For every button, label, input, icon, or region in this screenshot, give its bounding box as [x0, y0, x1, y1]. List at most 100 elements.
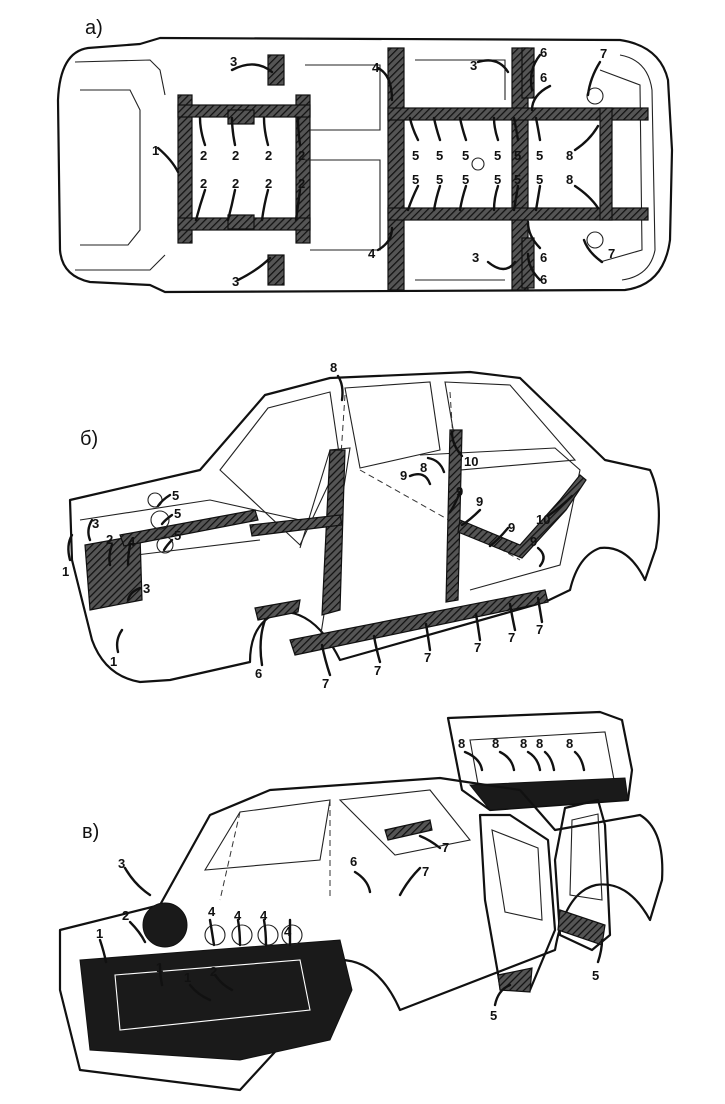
- callout-number: 5: [412, 172, 419, 187]
- callout-number: 5: [436, 148, 443, 163]
- callout-number: 7: [442, 840, 449, 855]
- callout-number: 6: [540, 45, 547, 60]
- callout-number: 1: [184, 970, 191, 985]
- callout-number: 5: [436, 172, 443, 187]
- callout-number: 9: [400, 468, 407, 483]
- callout-number: 8: [536, 736, 543, 751]
- callout-number: 7: [536, 622, 543, 637]
- panel-c-callouts: 8 8 8 8 8 3 6 7 7 2 4 4 4 4 1 1 1 2 5 5: [96, 736, 599, 1023]
- callout-number: 8: [492, 736, 499, 751]
- callout-number: 5: [412, 148, 419, 163]
- panel-c-arrows: [98, 750, 604, 1007]
- callout-number: 7: [508, 630, 515, 645]
- callout-number: 8: [566, 736, 573, 751]
- callout-number: 7: [422, 864, 429, 879]
- callout-number: 8: [566, 148, 573, 163]
- callout-number: 4: [368, 246, 376, 261]
- callout-number: 4: [234, 908, 242, 923]
- panel-b-callouts: 8 10 9 8 9 9 9 10 9 5 5 5 3 2 4 1 3 1 6 …: [62, 360, 550, 691]
- callout-number: 9: [508, 520, 515, 535]
- callout-number: 2: [298, 148, 305, 163]
- panel-c-open-body: в): [58, 710, 664, 1092]
- callout-number: 2: [298, 176, 305, 191]
- callout-number: 10: [536, 512, 550, 527]
- callout-number: 4: [260, 908, 268, 923]
- callout-number: 5: [494, 172, 501, 187]
- callout-number: 6: [255, 666, 262, 681]
- callout-number: 1: [156, 960, 163, 975]
- callout-number: 3: [92, 516, 99, 531]
- callout-number: 8: [330, 360, 337, 375]
- callout-number: 5: [514, 148, 521, 163]
- callout-number: 9: [456, 484, 463, 499]
- callout-number: 5: [462, 148, 469, 163]
- callout-number: 5: [174, 506, 181, 521]
- callout-number: 7: [600, 46, 607, 61]
- panel-a-underbody: а): [56, 17, 674, 294]
- callout-number: 5: [174, 528, 181, 543]
- callout-number: 7: [322, 676, 329, 691]
- trunk-floor-seal: [79, 939, 353, 1061]
- callout-number: 6: [540, 70, 547, 85]
- spare-wheel: [142, 902, 188, 948]
- callout-number: 8: [566, 172, 573, 187]
- callout-number: 4: [208, 904, 216, 919]
- callout-number: 7: [474, 640, 481, 655]
- rear-rail-bottom: [387, 207, 649, 221]
- callout-number: 3: [118, 856, 125, 871]
- callout-number: 8: [458, 736, 465, 751]
- callout-number: 4: [372, 60, 380, 75]
- panel-a-label: а): [85, 17, 103, 39]
- callout-number: 4: [128, 534, 136, 549]
- callout-number: 2: [106, 532, 113, 547]
- callout-number: 7: [424, 650, 431, 665]
- callout-number: 6: [350, 854, 357, 869]
- callout-number: 4: [284, 924, 292, 939]
- callout-number: 5: [536, 172, 543, 187]
- callout-number: 8: [520, 736, 527, 751]
- sill-seam: [289, 589, 549, 656]
- underbody-outline: [56, 36, 674, 294]
- callout-number: 1: [62, 564, 69, 579]
- callout-number: 5: [462, 172, 469, 187]
- callout-number: 3: [230, 54, 237, 69]
- callout-number: 3: [232, 274, 239, 289]
- callout-number: 9: [476, 494, 483, 509]
- rear-rail-top: [387, 107, 649, 121]
- callout-number: 1: [152, 143, 159, 158]
- callout-number: 2: [232, 176, 239, 191]
- callout-number: 3: [143, 581, 150, 596]
- callout-number: 9: [530, 534, 537, 549]
- panel-a-callouts: 3 4 3 6 7 6 1 2 2 2 2 2 2 2 2 5 5 5 5 5 …: [152, 45, 615, 289]
- callout-number: 5: [494, 148, 501, 163]
- sedan-outline: [68, 370, 660, 684]
- callout-number: 2: [265, 176, 272, 191]
- callout-number: 5: [490, 1008, 497, 1023]
- callout-number: 8: [420, 460, 427, 475]
- callout-number: 5: [592, 968, 599, 983]
- trunk-lid: [446, 710, 634, 812]
- panel-a-arrows: [156, 53, 604, 282]
- callout-number: 2: [200, 176, 207, 191]
- callout-number: 7: [608, 246, 615, 261]
- callout-number: 3: [472, 250, 479, 265]
- callout-number: 5: [514, 172, 521, 187]
- callout-number: 2: [122, 908, 129, 923]
- callout-number: 5: [536, 148, 543, 163]
- callout-number: 1: [96, 926, 103, 941]
- panel-c-label: в): [82, 821, 99, 843]
- front-crossmember-left: [177, 94, 193, 244]
- b-pillar-seam: [321, 449, 346, 616]
- callout-number: 2: [210, 964, 217, 979]
- rear-door-open: [478, 813, 557, 992]
- callout-number: 2: [232, 148, 239, 163]
- callout-number: 3: [470, 58, 477, 73]
- panel-b-label: б): [80, 428, 98, 450]
- callout-number: 2: [200, 148, 207, 163]
- callout-number: 6: [540, 250, 547, 265]
- callout-number: 7: [374, 663, 381, 678]
- callout-number: 10: [464, 454, 478, 469]
- panel-b-sedan-body: б): [62, 360, 660, 691]
- callout-number: 6: [540, 272, 547, 287]
